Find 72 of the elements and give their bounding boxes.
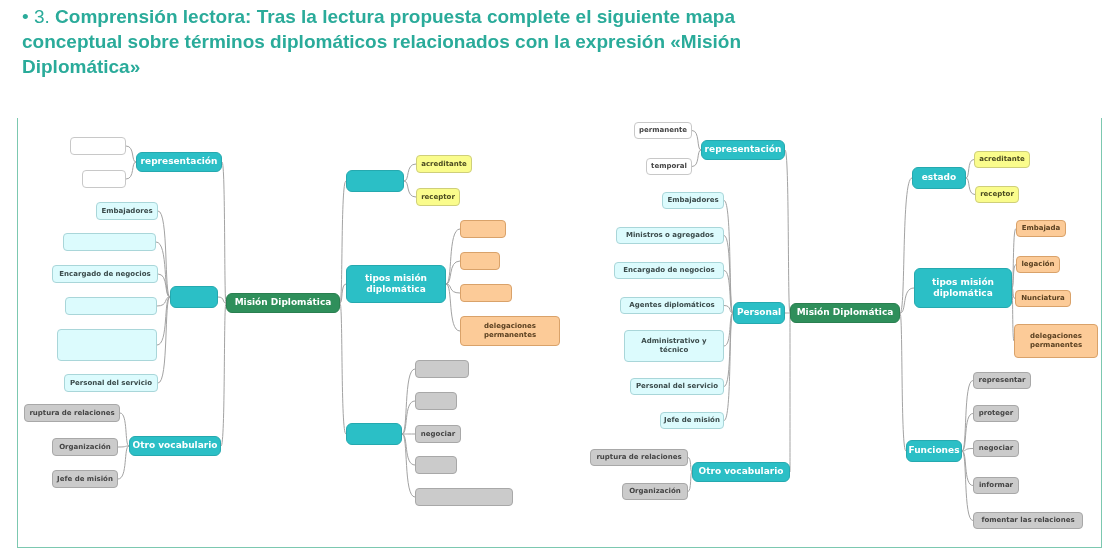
connector-line (1011, 264, 1017, 289)
connector-line (401, 433, 416, 435)
connector-line (217, 296, 227, 304)
connector-line (445, 228, 461, 285)
title: • 3. Comprensión lectora: Tras la lectura propuesta complete el siguiente mapa conceptual sobre términos diplomáticos relacionados con la expresión «Misión Diplomática» (22, 5, 742, 79)
connector-line (403, 180, 417, 198)
connector-line (339, 302, 347, 435)
connector-line (157, 296, 171, 384)
connector-line (961, 450, 974, 486)
answer-box (170, 286, 218, 308)
branch-topic: Personal (733, 302, 785, 324)
connector-line (899, 312, 907, 452)
connector-line (723, 312, 734, 387)
branch-topic: Otro vocabulario (692, 462, 790, 482)
answer-box (82, 170, 126, 188)
connector-line (401, 433, 416, 498)
connector-line (156, 296, 171, 346)
connector-line (965, 159, 975, 179)
branch-topic: estado (912, 167, 966, 189)
central-topic: Misión Diplomática (226, 293, 340, 313)
answer-box (346, 423, 402, 445)
answer-box (460, 220, 506, 238)
answer-box (415, 360, 469, 378)
connector-line (723, 270, 734, 314)
connector-line (687, 471, 693, 492)
connector-line (723, 235, 734, 314)
branch-topic: representación (701, 140, 785, 160)
answer-box (63, 233, 156, 251)
connector-line (157, 273, 171, 298)
connector-line (445, 283, 461, 332)
branch-topic: tipos misión diplomática (346, 265, 446, 303)
answer-box (460, 284, 512, 302)
connector-line (125, 145, 137, 163)
connector-line (691, 130, 702, 151)
connector-line (155, 241, 171, 298)
connector-line (899, 287, 915, 314)
answer-box (70, 137, 126, 155)
connector-line (119, 412, 130, 447)
branch-topic: tipos misión diplomática (914, 268, 1012, 308)
answer-box (415, 456, 457, 474)
connector-line (445, 283, 461, 294)
connector-line (961, 448, 974, 452)
connector-line (117, 445, 130, 480)
answer-box (415, 392, 457, 410)
connector-line (961, 413, 974, 452)
connector-line (961, 450, 974, 521)
branch-topic: Funciones (906, 440, 962, 462)
connector-line (687, 457, 693, 473)
connector-line (723, 312, 734, 421)
connector-line (156, 296, 171, 307)
connector-line (784, 312, 791, 314)
branch-topic: Otro vocabulario (129, 436, 221, 456)
connector-line (1011, 287, 1016, 299)
answer-box (415, 488, 513, 506)
connector-line (403, 163, 417, 182)
connector-line (723, 305, 734, 314)
answer-box (460, 252, 500, 270)
connector-line (339, 283, 347, 304)
connector-line (125, 161, 137, 180)
connector-line (723, 312, 734, 347)
connector-line (401, 433, 416, 466)
central-topic: Misión Diplomática (790, 303, 900, 323)
connector-line (899, 177, 913, 314)
answer-box (65, 297, 157, 315)
connector-line (691, 149, 702, 167)
connector-line (401, 400, 416, 435)
connector-line (117, 445, 130, 448)
answer-box (346, 170, 404, 192)
branch-topic: representación (136, 152, 222, 172)
connector-line (445, 260, 461, 285)
connector-line (965, 177, 976, 195)
answer-box (57, 329, 157, 361)
